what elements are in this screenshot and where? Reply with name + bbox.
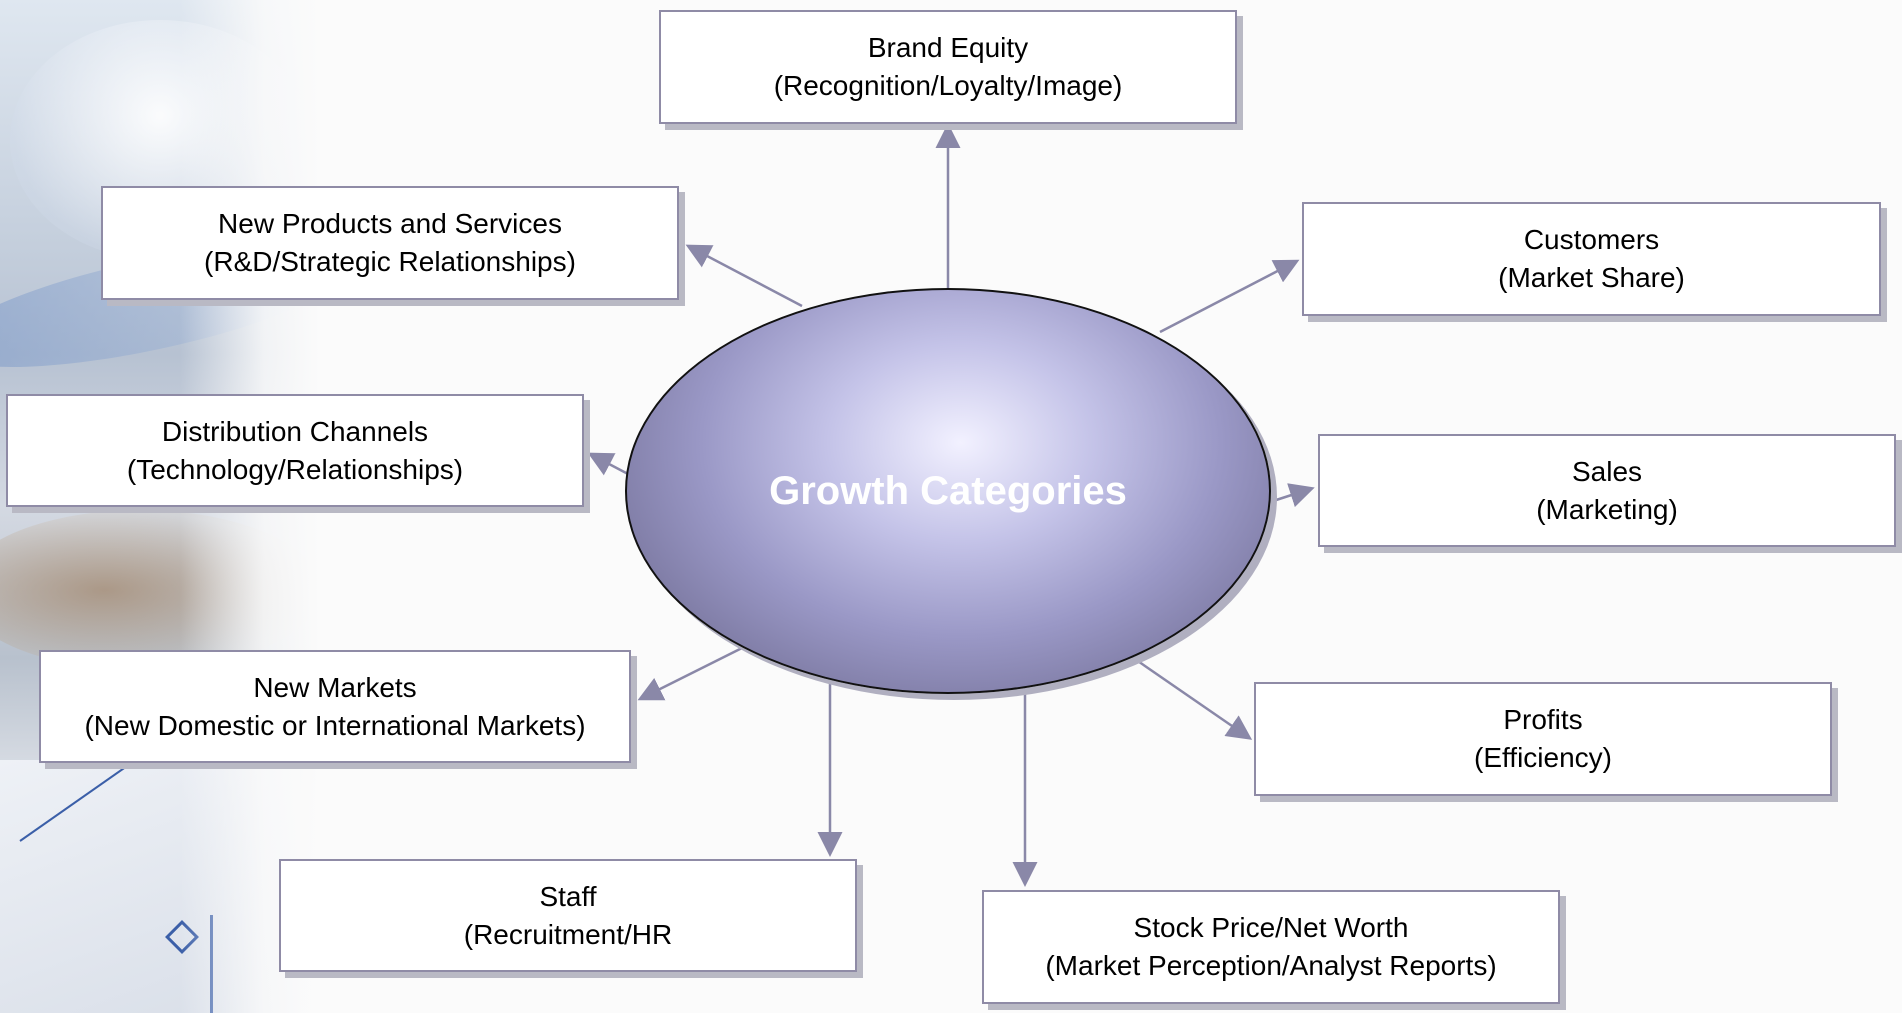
node-subtitle: (Recruitment/HR xyxy=(463,918,673,950)
node-profits: Profits (Efficiency) xyxy=(1254,682,1832,796)
node-distribution: Distribution Channels (Technology/Relati… xyxy=(6,394,584,507)
node-sales: Sales (Marketing) xyxy=(1318,434,1896,547)
node-subtitle: (R&D/Strategic Relationships) xyxy=(204,246,576,277)
node-new-markets: New Markets (New Domestic or Internation… xyxy=(39,650,631,763)
node-subtitle: (New Domestic or International Markets) xyxy=(84,709,586,741)
node-customers: Customers (Market Share) xyxy=(1302,202,1881,316)
node-new-products: New Products and Services (R&D/Strategic… xyxy=(101,186,679,300)
node-stock-price: Stock Price/Net Worth (Market Perception… xyxy=(982,890,1560,1004)
node-title: Sales xyxy=(1571,455,1643,487)
node-subtitle: (Technology/Relationships) xyxy=(126,453,464,485)
connector-new-products xyxy=(685,244,803,308)
node-title: Brand Equity xyxy=(867,32,1029,63)
node-title: New Markets xyxy=(253,671,417,703)
node-title: Customers xyxy=(1523,224,1660,255)
node-title: Distribution Channels xyxy=(161,415,429,447)
node-title: Profits xyxy=(1503,704,1583,735)
connector-distribution xyxy=(587,452,629,476)
connector-sales xyxy=(1269,483,1315,508)
node-subtitle: (Recognition/Loyalty/Image) xyxy=(773,70,1123,101)
node-title: New Products and Services xyxy=(218,208,562,239)
hub-label: Growth Categories xyxy=(769,468,1127,513)
node-subtitle: (Efficiency) xyxy=(1474,742,1612,773)
connector-profits xyxy=(1131,655,1253,740)
connector-customers xyxy=(1159,259,1300,334)
node-staff: Staff (Recruitment/HR xyxy=(279,859,857,972)
connector-new-markets xyxy=(637,646,743,701)
node-title: Staff xyxy=(539,880,597,912)
node-brand-equity: Brand Equity (Recognition/Loyalty/Image) xyxy=(659,10,1237,124)
node-title: Stock Price/Net Worth xyxy=(1133,912,1409,943)
hub-ellipse: Growth Categories xyxy=(625,288,1271,694)
node-subtitle: (Market Share) xyxy=(1498,262,1685,293)
node-subtitle: (Marketing) xyxy=(1536,493,1678,525)
node-subtitle: (Market Perception/Analyst Reports) xyxy=(1045,950,1497,981)
